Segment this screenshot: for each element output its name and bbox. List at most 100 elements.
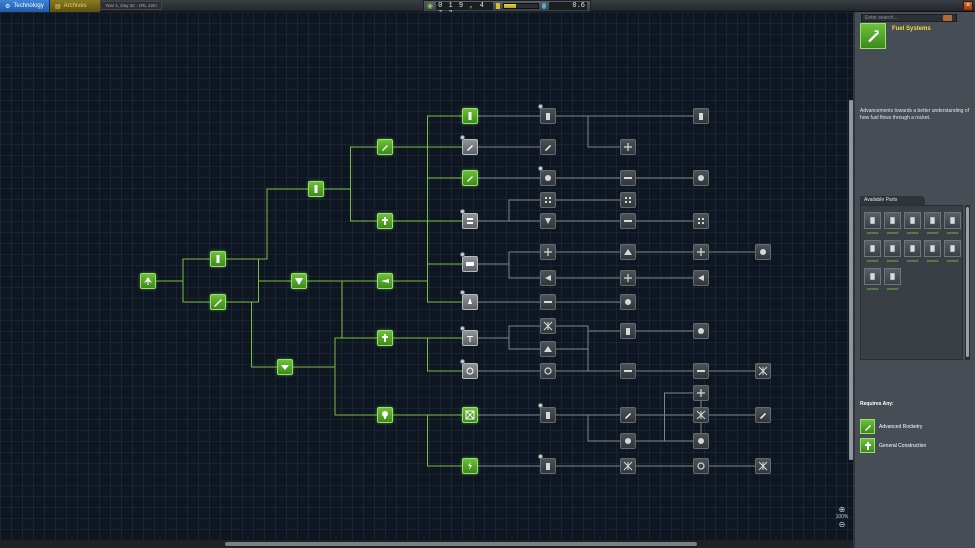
- tech-node[interactable]: [462, 256, 478, 272]
- tech-node[interactable]: [620, 407, 636, 423]
- tech-node[interactable]: [620, 270, 636, 286]
- tech-node-icon: [624, 370, 632, 372]
- available-parts-tab[interactable]: Available Parts: [860, 196, 925, 205]
- tech-node[interactable]: [620, 458, 636, 474]
- tech-node[interactable]: [540, 192, 556, 208]
- tech-connection: [293, 366, 377, 416]
- parts-scrollbar[interactable]: [965, 205, 970, 360]
- tree-vertical-scrollbar[interactable]: [849, 100, 853, 460]
- tech-node[interactable]: [693, 433, 709, 449]
- search-button[interactable]: [943, 15, 952, 21]
- tech-node[interactable]: [462, 170, 478, 186]
- tech-node[interactable]: [620, 192, 636, 208]
- tech-node[interactable]: [620, 433, 636, 449]
- tech-node-icon: [544, 367, 552, 375]
- horizontal-scrollbar[interactable]: [0, 540, 853, 548]
- part-item[interactable]: owned: [864, 240, 881, 263]
- zoom-control[interactable]: ⊕ 100% ⊖: [834, 505, 850, 529]
- tech-node[interactable]: [620, 323, 636, 339]
- tech-node[interactable]: [755, 407, 771, 423]
- tech-node[interactable]: [462, 213, 478, 229]
- part-item[interactable]: owned: [884, 212, 901, 235]
- requirement-advanced-rocketry[interactable]: Advanced Rocketry: [860, 419, 922, 434]
- tech-node[interactable]: [693, 108, 709, 124]
- part-item[interactable]: owned: [884, 268, 901, 291]
- tech-node[interactable]: [462, 330, 478, 346]
- tech-node[interactable]: [620, 244, 636, 260]
- tech-tree-canvas[interactable]: [0, 12, 853, 542]
- tech-node[interactable]: [540, 341, 556, 357]
- tech-node[interactable]: [462, 108, 478, 124]
- part-item[interactable]: owned: [864, 268, 881, 291]
- tech-node[interactable]: [755, 363, 771, 379]
- tech-node[interactable]: [462, 294, 478, 310]
- tech-node[interactable]: [620, 294, 636, 310]
- tech-node-icon: [468, 112, 472, 120]
- tech-node[interactable]: [210, 294, 226, 310]
- part-item[interactable]: owned: [904, 240, 921, 263]
- tech-node[interactable]: [693, 385, 709, 401]
- tech-node[interactable]: [277, 359, 293, 375]
- tech-node[interactable]: [377, 407, 393, 423]
- tech-node[interactable]: [693, 270, 709, 286]
- part-item[interactable]: owned: [904, 212, 921, 235]
- tech-node[interactable]: [693, 407, 709, 423]
- part-item[interactable]: owned: [944, 212, 961, 235]
- part-item[interactable]: owned: [924, 240, 941, 263]
- tab-archives[interactable]: ▤ Archives: [50, 0, 100, 12]
- parts-scrollbar-thumb[interactable]: [966, 207, 969, 357]
- purchase-indicator: [460, 359, 465, 364]
- tech-node[interactable]: [540, 458, 556, 474]
- part-item[interactable]: owned: [944, 240, 961, 263]
- tech-node[interactable]: [540, 363, 556, 379]
- tech-node[interactable]: [462, 363, 478, 379]
- tech-node[interactable]: [540, 170, 556, 186]
- part-item[interactable]: owned: [924, 212, 941, 235]
- tech-node[interactable]: [308, 181, 324, 197]
- reputation-bar: [503, 3, 539, 9]
- tech-node[interactable]: [540, 139, 556, 155]
- part-item[interactable]: owned: [884, 240, 901, 263]
- horizontal-scrollbar-thumb[interactable]: [225, 542, 697, 546]
- search-input[interactable]: Enter search...: [861, 14, 957, 22]
- tech-node[interactable]: [693, 244, 709, 260]
- tech-node[interactable]: [140, 273, 156, 289]
- tech-node[interactable]: [620, 363, 636, 379]
- tech-node[interactable]: [620, 213, 636, 229]
- tech-node[interactable]: [755, 458, 771, 474]
- tech-node[interactable]: [462, 458, 478, 474]
- tech-node[interactable]: [462, 139, 478, 155]
- tech-node[interactable]: [377, 213, 393, 229]
- zoom-out-icon[interactable]: ⊖: [838, 520, 846, 529]
- tech-node[interactable]: [540, 108, 556, 124]
- tech-node[interactable]: [291, 273, 307, 289]
- purchase-indicator: [538, 454, 543, 459]
- tech-node[interactable]: [540, 294, 556, 310]
- tech-node-icon: [760, 249, 766, 255]
- close-button[interactable]: ×: [963, 1, 973, 11]
- tech-node[interactable]: [377, 273, 393, 289]
- tech-node[interactable]: [620, 170, 636, 186]
- tech-node[interactable]: [210, 251, 226, 267]
- tech-node[interactable]: [377, 330, 393, 346]
- tab-technology[interactable]: ⚙ Technology: [0, 0, 50, 12]
- tech-node[interactable]: [693, 323, 709, 339]
- tech-node[interactable]: [540, 213, 556, 229]
- tech-node[interactable]: [693, 170, 709, 186]
- tech-node[interactable]: [620, 139, 636, 155]
- tech-node[interactable]: [540, 318, 556, 334]
- part-item[interactable]: owned: [864, 212, 881, 235]
- tech-node[interactable]: [540, 244, 556, 260]
- tree-vertical-scrollbar-thumb[interactable]: [849, 100, 853, 460]
- zoom-in-icon[interactable]: ⊕: [838, 505, 846, 514]
- tech-node[interactable]: [462, 407, 478, 423]
- tech-node[interactable]: [693, 213, 709, 229]
- tech-node[interactable]: [693, 363, 709, 379]
- tech-node[interactable]: [377, 139, 393, 155]
- tech-node[interactable]: [540, 407, 556, 423]
- tech-node[interactable]: [693, 458, 709, 474]
- tech-node[interactable]: [755, 244, 771, 260]
- requirement-general-construction[interactable]: General Construction: [860, 438, 926, 453]
- tech-node[interactable]: [540, 270, 556, 286]
